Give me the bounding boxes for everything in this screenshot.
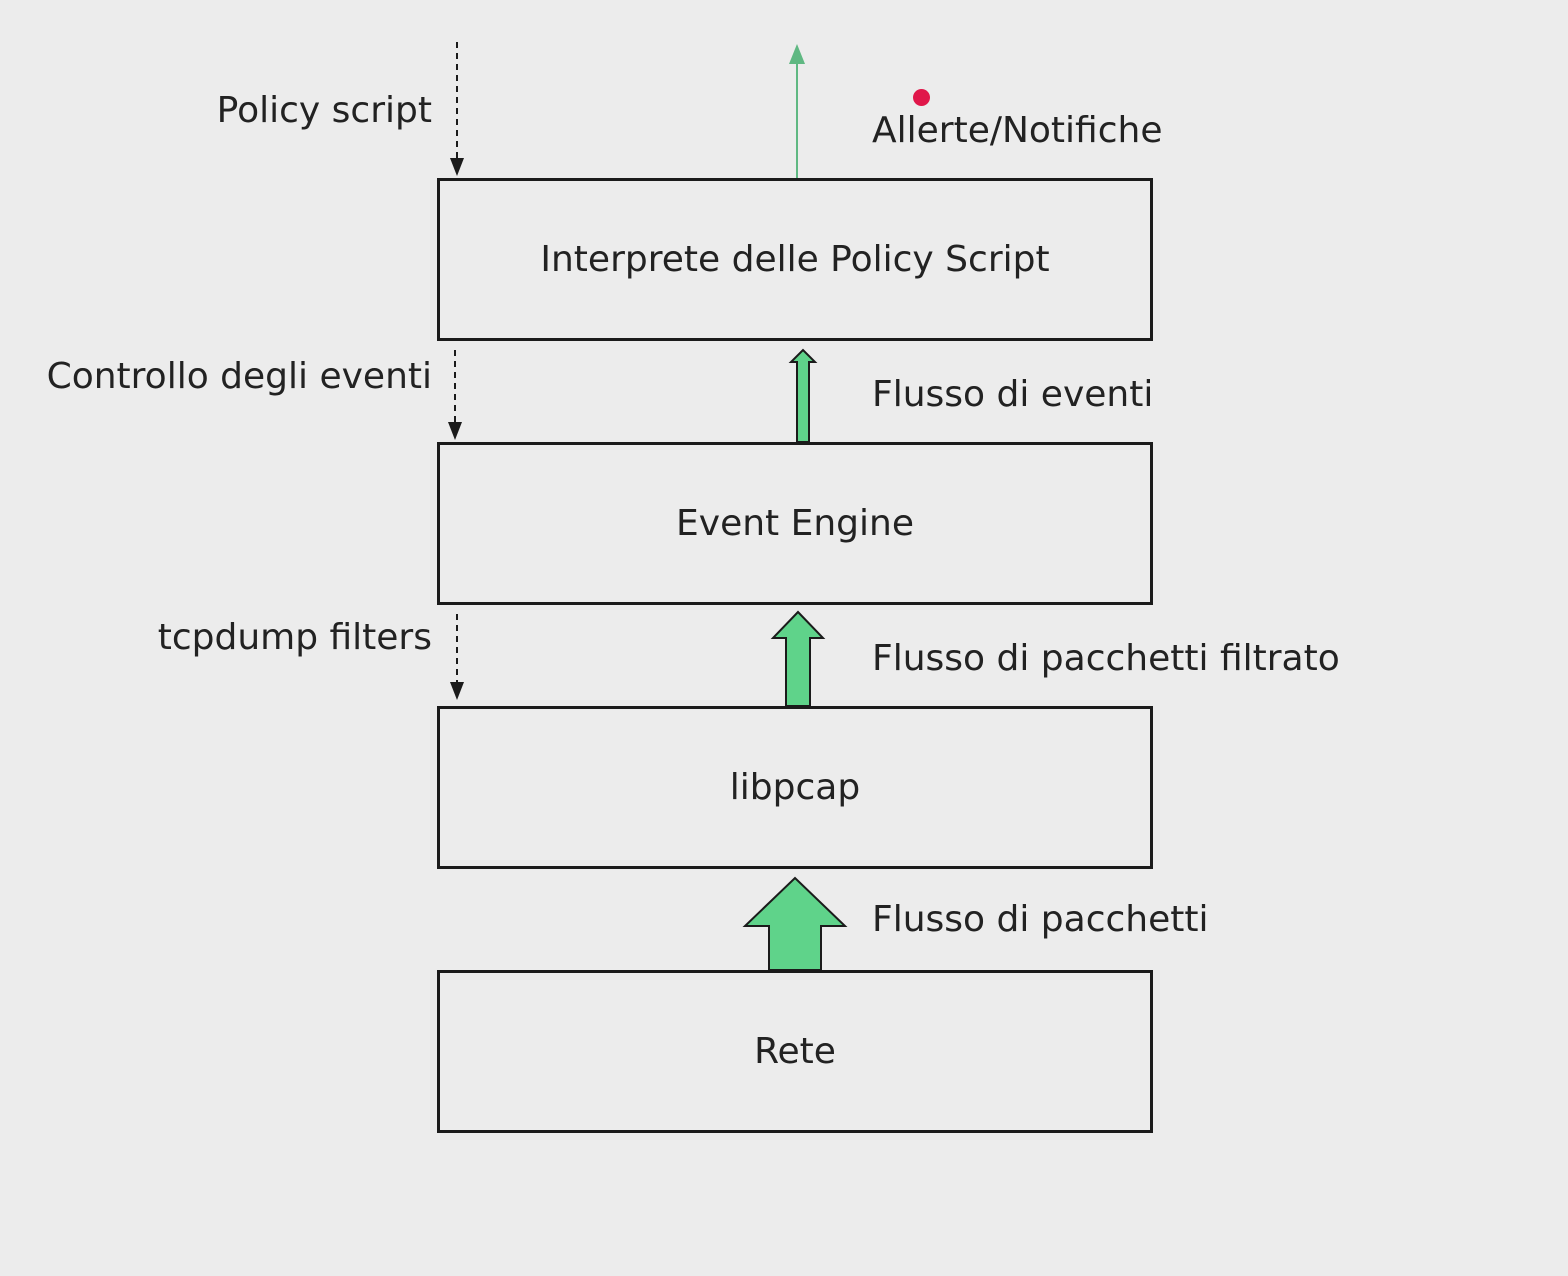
packet-stream-label: Flusso di pacchetti [872,899,1209,940]
alerts-label: Allerte/Notifiche [872,110,1163,151]
packet-stream-arrow [742,876,848,971]
network-box: Rete [437,970,1153,1133]
event-control-label: Controllo degli eventi [46,356,432,397]
libpcap-label: libpcap [729,767,861,808]
dashed-arrow-event-control [448,350,462,440]
network-label: Rete [754,1031,836,1072]
event-engine-label: Event Engine [676,503,914,544]
interpreter-box: Interprete delle Policy Script [437,178,1153,341]
event-engine-box: Event Engine [437,442,1153,605]
dashed-arrow-policy-script [450,42,464,176]
tcpdump-filters-label: tcpdump filters [157,617,432,658]
policy-script-label: Policy script [216,90,432,131]
dashed-arrow-tcpdump-filters [450,614,464,700]
filtered-packets-label: Flusso di pacchetti filtrato [872,638,1340,679]
pointer-dot [913,89,930,106]
event-stream-arrow [788,348,818,443]
libpcap-box: libpcap [437,706,1153,869]
filtered-packet-arrow [770,610,826,707]
event-stream-label: Flusso di eventi [872,374,1154,415]
alert-output-arrow [789,44,805,178]
interpreter-label: Interprete delle Policy Script [540,239,1050,280]
